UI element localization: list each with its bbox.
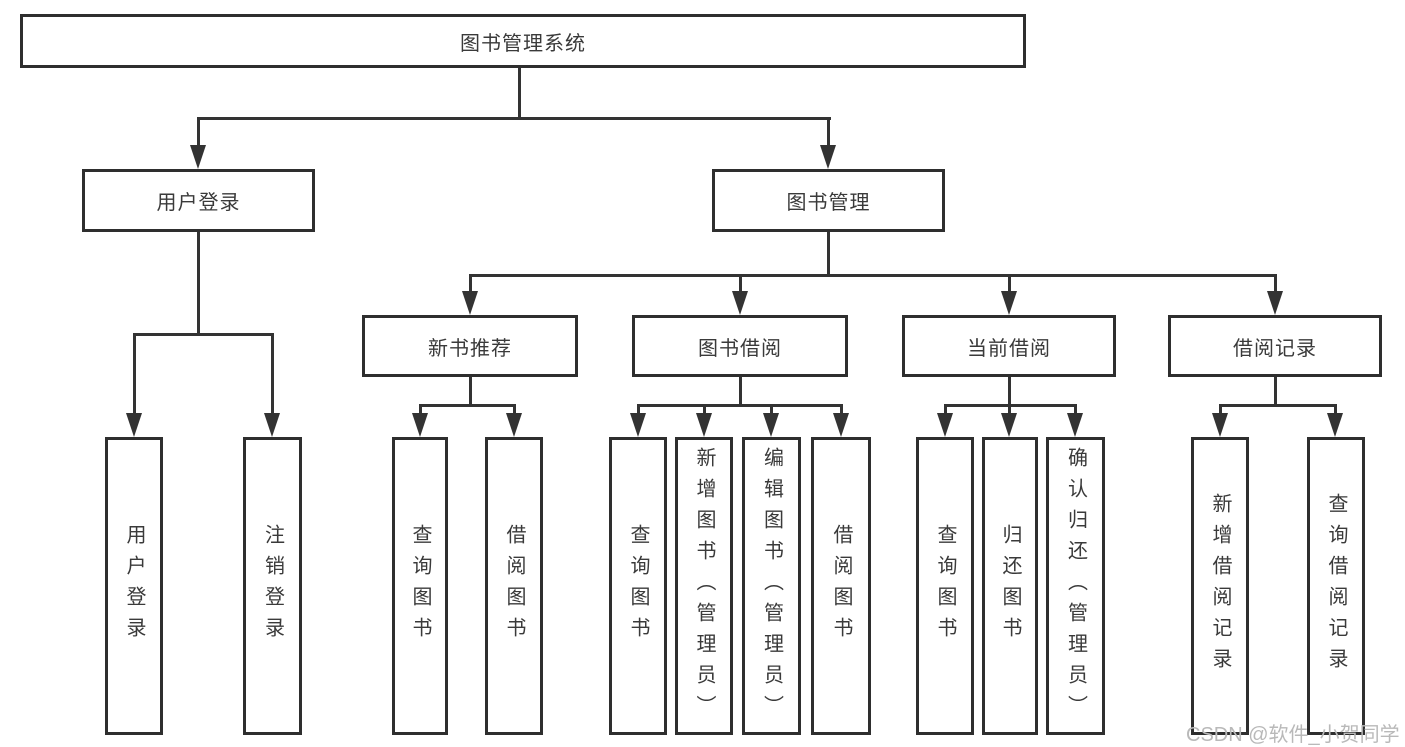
- leaf-return-books: 归还图书: [982, 437, 1038, 735]
- leaf-query-books-1: 查询图书: [392, 437, 448, 735]
- arrow-to-book-management: [820, 145, 836, 169]
- leaf-query-books-3-label: 查询图书: [934, 524, 956, 648]
- arrow-to-add-borrow-record: [1212, 413, 1228, 437]
- node-current-borrow: 当前借阅: [902, 315, 1116, 377]
- arrow-to-return-books: [1001, 413, 1017, 437]
- leaf-confirm-return: 确认归还（管理员）: [1046, 437, 1105, 735]
- arrow-to-query-books-2: [630, 413, 646, 437]
- leaf-query-books-3: 查询图书: [916, 437, 974, 735]
- csdn-watermark: CSDN @软件_小贺同学: [1186, 724, 1400, 746]
- connector-stem-borrow-books-2: [840, 404, 843, 415]
- leaf-add-borrow-record-label: 新增借阅记录: [1209, 493, 1231, 679]
- connector-stem-query-books-1: [419, 404, 422, 415]
- arrow-to-confirm-return: [1067, 413, 1083, 437]
- leaf-add-borrow-record: 新增借阅记录: [1191, 437, 1249, 735]
- connector-bookmgmt-hline: [469, 274, 1277, 277]
- connector-stem-return-books: [1008, 404, 1011, 415]
- leaf-borrow-books-1-label: 借阅图书: [503, 524, 525, 648]
- node-borrow-records-label: 借阅记录: [1233, 337, 1317, 360]
- node-book-borrow-label: 图书借阅: [698, 337, 782, 360]
- connector-stem-borrow-records: [1274, 274, 1277, 293]
- connector-stem-leaf-user-login: [133, 333, 136, 415]
- node-new-book-recommend-label: 新书推荐: [428, 337, 512, 360]
- connector-stem-current-borrow: [1008, 274, 1011, 293]
- arrow-to-add-books: [696, 413, 712, 437]
- arrow-to-edit-books: [763, 413, 779, 437]
- connector-root-vline: [518, 68, 521, 120]
- leaf-query-borrow-record-label: 查询借阅记录: [1325, 493, 1347, 679]
- connector-stem-leaf-logout: [271, 333, 274, 415]
- connector-currentborrow-vline: [1008, 377, 1011, 407]
- connector-bookmgmt-vline: [827, 232, 830, 277]
- leaf-edit-books-label: 编辑图书（管理员）: [760, 446, 783, 726]
- node-user-login-label: 用户登录: [156, 192, 241, 214]
- leaf-confirm-return-label: 确认归还（管理员）: [1064, 446, 1087, 726]
- connector-userlogin-hline: [133, 333, 274, 336]
- leaf-query-books-2: 查询图书: [609, 437, 667, 735]
- connector-borrowrecords-vline: [1274, 377, 1277, 407]
- leaf-logout: 注销登录: [243, 437, 302, 735]
- arrow-to-borrow-books-1: [506, 413, 522, 437]
- arrow-to-query-books-3: [937, 413, 953, 437]
- leaf-edit-books: 编辑图书（管理员）: [742, 437, 801, 735]
- connector-bookborrow-vline: [739, 377, 742, 407]
- arrow-to-query-borrow-record: [1327, 413, 1343, 437]
- connector-root-hline: [197, 117, 831, 120]
- connector-stem-borrow-books-1: [513, 404, 516, 415]
- connector-newbook-hline: [419, 404, 516, 407]
- leaf-user-login: 用户登录: [105, 437, 163, 735]
- leaf-logout-label: 注销登录: [261, 524, 284, 648]
- leaf-add-books-label: 新增图书（管理员）: [693, 446, 715, 726]
- arrow-to-new-book-recommend: [462, 291, 478, 315]
- connector-borrowrecords-hline: [1219, 404, 1337, 407]
- connector-stem-confirm-return: [1074, 404, 1077, 415]
- node-current-borrow-label: 当前借阅: [967, 337, 1051, 360]
- arrow-to-current-borrow: [1001, 291, 1017, 315]
- arrow-to-user-login: [190, 145, 206, 169]
- node-book-management: 图书管理: [712, 169, 945, 232]
- node-root-label: 图书管理系统: [460, 32, 586, 55]
- connector-stem-book-management: [827, 117, 830, 147]
- connector-bookborrow-hline: [637, 404, 842, 407]
- connector-stem-query-books-3: [944, 404, 947, 415]
- leaf-add-books: 新增图书（管理员）: [675, 437, 733, 735]
- connector-stem-book-borrow: [739, 274, 742, 293]
- connector-stem-edit-books: [770, 404, 773, 415]
- connector-stem-user-login: [197, 117, 200, 147]
- arrow-to-borrow-records: [1267, 291, 1283, 315]
- leaf-query-books-1-label: 查询图书: [409, 524, 431, 648]
- leaf-query-books-2-label: 查询图书: [627, 524, 649, 648]
- arrow-to-query-books-1: [412, 413, 428, 437]
- arrow-to-leaf-logout: [264, 413, 280, 437]
- node-book-management-label: 图书管理: [786, 192, 871, 214]
- arrow-to-borrow-books-2: [833, 413, 849, 437]
- connector-stem-add-books: [703, 404, 706, 415]
- connector-newbook-vline: [469, 377, 472, 407]
- leaf-borrow-books-2-label: 借阅图书: [830, 524, 852, 648]
- connector-stem-query-borrow-record: [1334, 404, 1337, 415]
- node-new-book-recommend: 新书推荐: [362, 315, 578, 377]
- leaf-user-login-label: 用户登录: [123, 524, 145, 648]
- node-book-borrow: 图书借阅: [632, 315, 848, 377]
- connector-stem-query-books-2: [637, 404, 640, 415]
- leaf-return-books-label: 归还图书: [999, 524, 1021, 648]
- node-root-library-system: 图书管理系统: [20, 14, 1026, 68]
- leaf-query-borrow-record: 查询借阅记录: [1307, 437, 1365, 735]
- leaf-borrow-books-1: 借阅图书: [485, 437, 543, 735]
- node-user-login: 用户登录: [82, 169, 315, 232]
- leaf-borrow-books-2: 借阅图书: [811, 437, 871, 735]
- connector-userlogin-vline: [197, 232, 200, 336]
- arrow-to-book-borrow: [732, 291, 748, 315]
- arrow-to-leaf-user-login: [126, 413, 142, 437]
- connector-stem-add-borrow-record: [1219, 404, 1222, 415]
- node-borrow-records: 借阅记录: [1168, 315, 1382, 377]
- connector-stem-new-book-recommend: [469, 274, 472, 293]
